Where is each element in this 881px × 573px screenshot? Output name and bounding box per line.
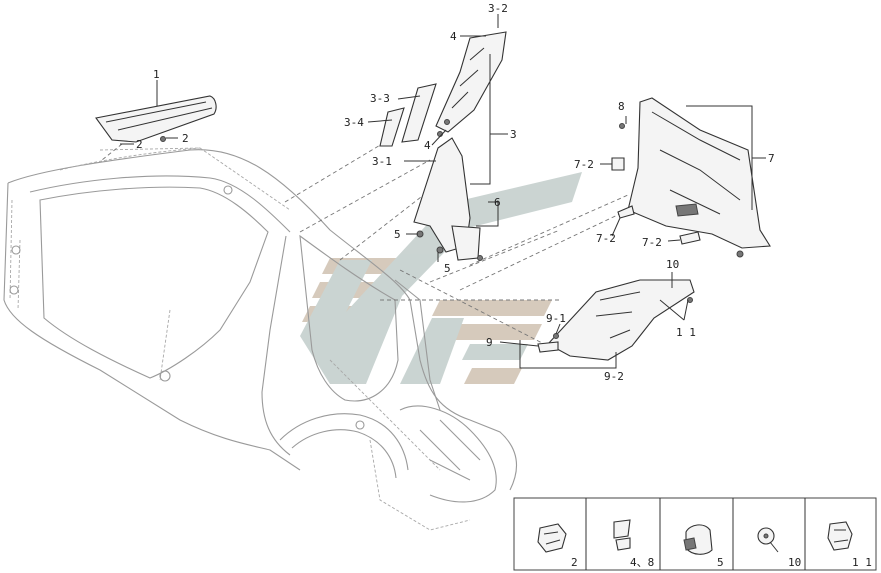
callout-6: 6 [494,196,501,209]
fastener-legend: 2 4、8 5 10 1 1 [513,497,877,571]
callout-7: 7 [768,152,775,165]
pillar-trim-part-3 [379,31,507,261]
callout-7-2-top: 7-2 [574,158,594,171]
nut-clip-icon [827,521,853,551]
callout-3-1: 3-1 [372,155,392,168]
legend-label-10: 10 [788,556,801,569]
callout-5-left: 5 [394,228,401,241]
callout-2-left: 2 [136,138,143,151]
callout-3-4: 3-4 [344,116,364,129]
callout-8: 8 [618,100,625,113]
leader-lines [120,14,766,369]
roof-trim-part-1 [95,95,217,143]
callout-7-2-mid: 7-2 [596,232,616,245]
callout-2-right: 2 [182,132,189,145]
vehicle-body-outline [3,147,518,531]
callout-9-1: 9-1 [546,312,566,325]
legend-label-2: 2 [571,556,578,569]
retainer-clip-icon [613,519,631,551]
callout-9-2: 9-2 [604,370,624,383]
callout-11: 1 1 [676,326,696,339]
callout-3: 3 [510,128,517,141]
watermark-logo [300,172,582,384]
callout-1: 1 [153,68,160,81]
callout-3-3: 3-3 [370,92,390,105]
grommet-clip-icon [683,524,713,555]
callout-labels: 1 2 2 3-2 4 3-3 3-4 4 3-1 3 6 5 5 8 7 7-… [136,2,775,383]
assembly-lines [101,137,629,347]
push-pin-icon [757,527,779,553]
callout-3-2: 3-2 [488,2,508,15]
callout-9: 9 [486,336,493,349]
legend-label-11: 1 1 [852,556,872,569]
lower-quarter-part-9 [537,279,695,361]
clip-fastener-icon [537,523,567,553]
callout-10: 10 [666,258,679,271]
callout-5-bottom: 5 [444,262,451,275]
callout-4-mid: 4 [424,139,431,152]
legend-label-5: 5 [717,556,724,569]
legend-label-4-8: 4、8 [630,556,654,569]
callout-7-2-bot: 7-2 [642,236,662,249]
quarter-trim-part-7 [611,97,771,258]
callout-4-top: 4 [450,30,457,43]
